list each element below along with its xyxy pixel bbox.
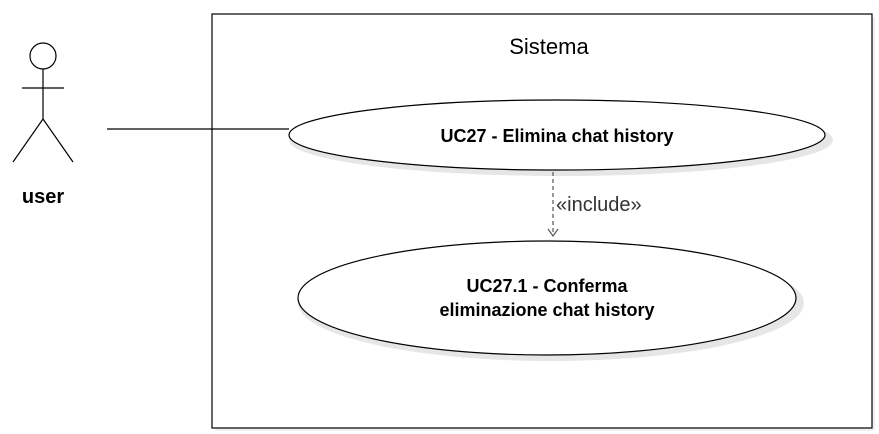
use-case-uc27-1-ellipse[interactable] bbox=[297, 240, 797, 356]
system-boundary[interactable]: Sistema bbox=[211, 13, 875, 431]
use-case-uc27-ellipse[interactable] bbox=[288, 99, 826, 171]
use-case-uc27-1-label-line-2: eliminazione chat history bbox=[439, 300, 654, 320]
actor-head bbox=[29, 42, 57, 70]
use-case-uc27-1-label-line-1: UC27.1 - Conferma bbox=[466, 276, 628, 296]
actor-user[interactable]: user bbox=[12, 42, 74, 208]
use-case-uc27-1[interactable]: UC27.1 - Conferma eliminazione chat hist… bbox=[297, 240, 804, 361]
actor-label: user bbox=[22, 186, 64, 208]
actor-right-leg bbox=[42, 118, 74, 163]
include-relationship[interactable]: «include» bbox=[547, 172, 642, 238]
use-case-uc27-label: UC27 - Elimina chat history bbox=[440, 126, 673, 146]
system-boundary-box[interactable] bbox=[211, 13, 873, 429]
include-stereotype: «include» bbox=[556, 194, 642, 216]
system-title: Sistema bbox=[509, 34, 589, 59]
use-case-uc27[interactable]: UC27 - Elimina chat history bbox=[288, 99, 833, 176]
actor-left-leg bbox=[12, 118, 44, 163]
